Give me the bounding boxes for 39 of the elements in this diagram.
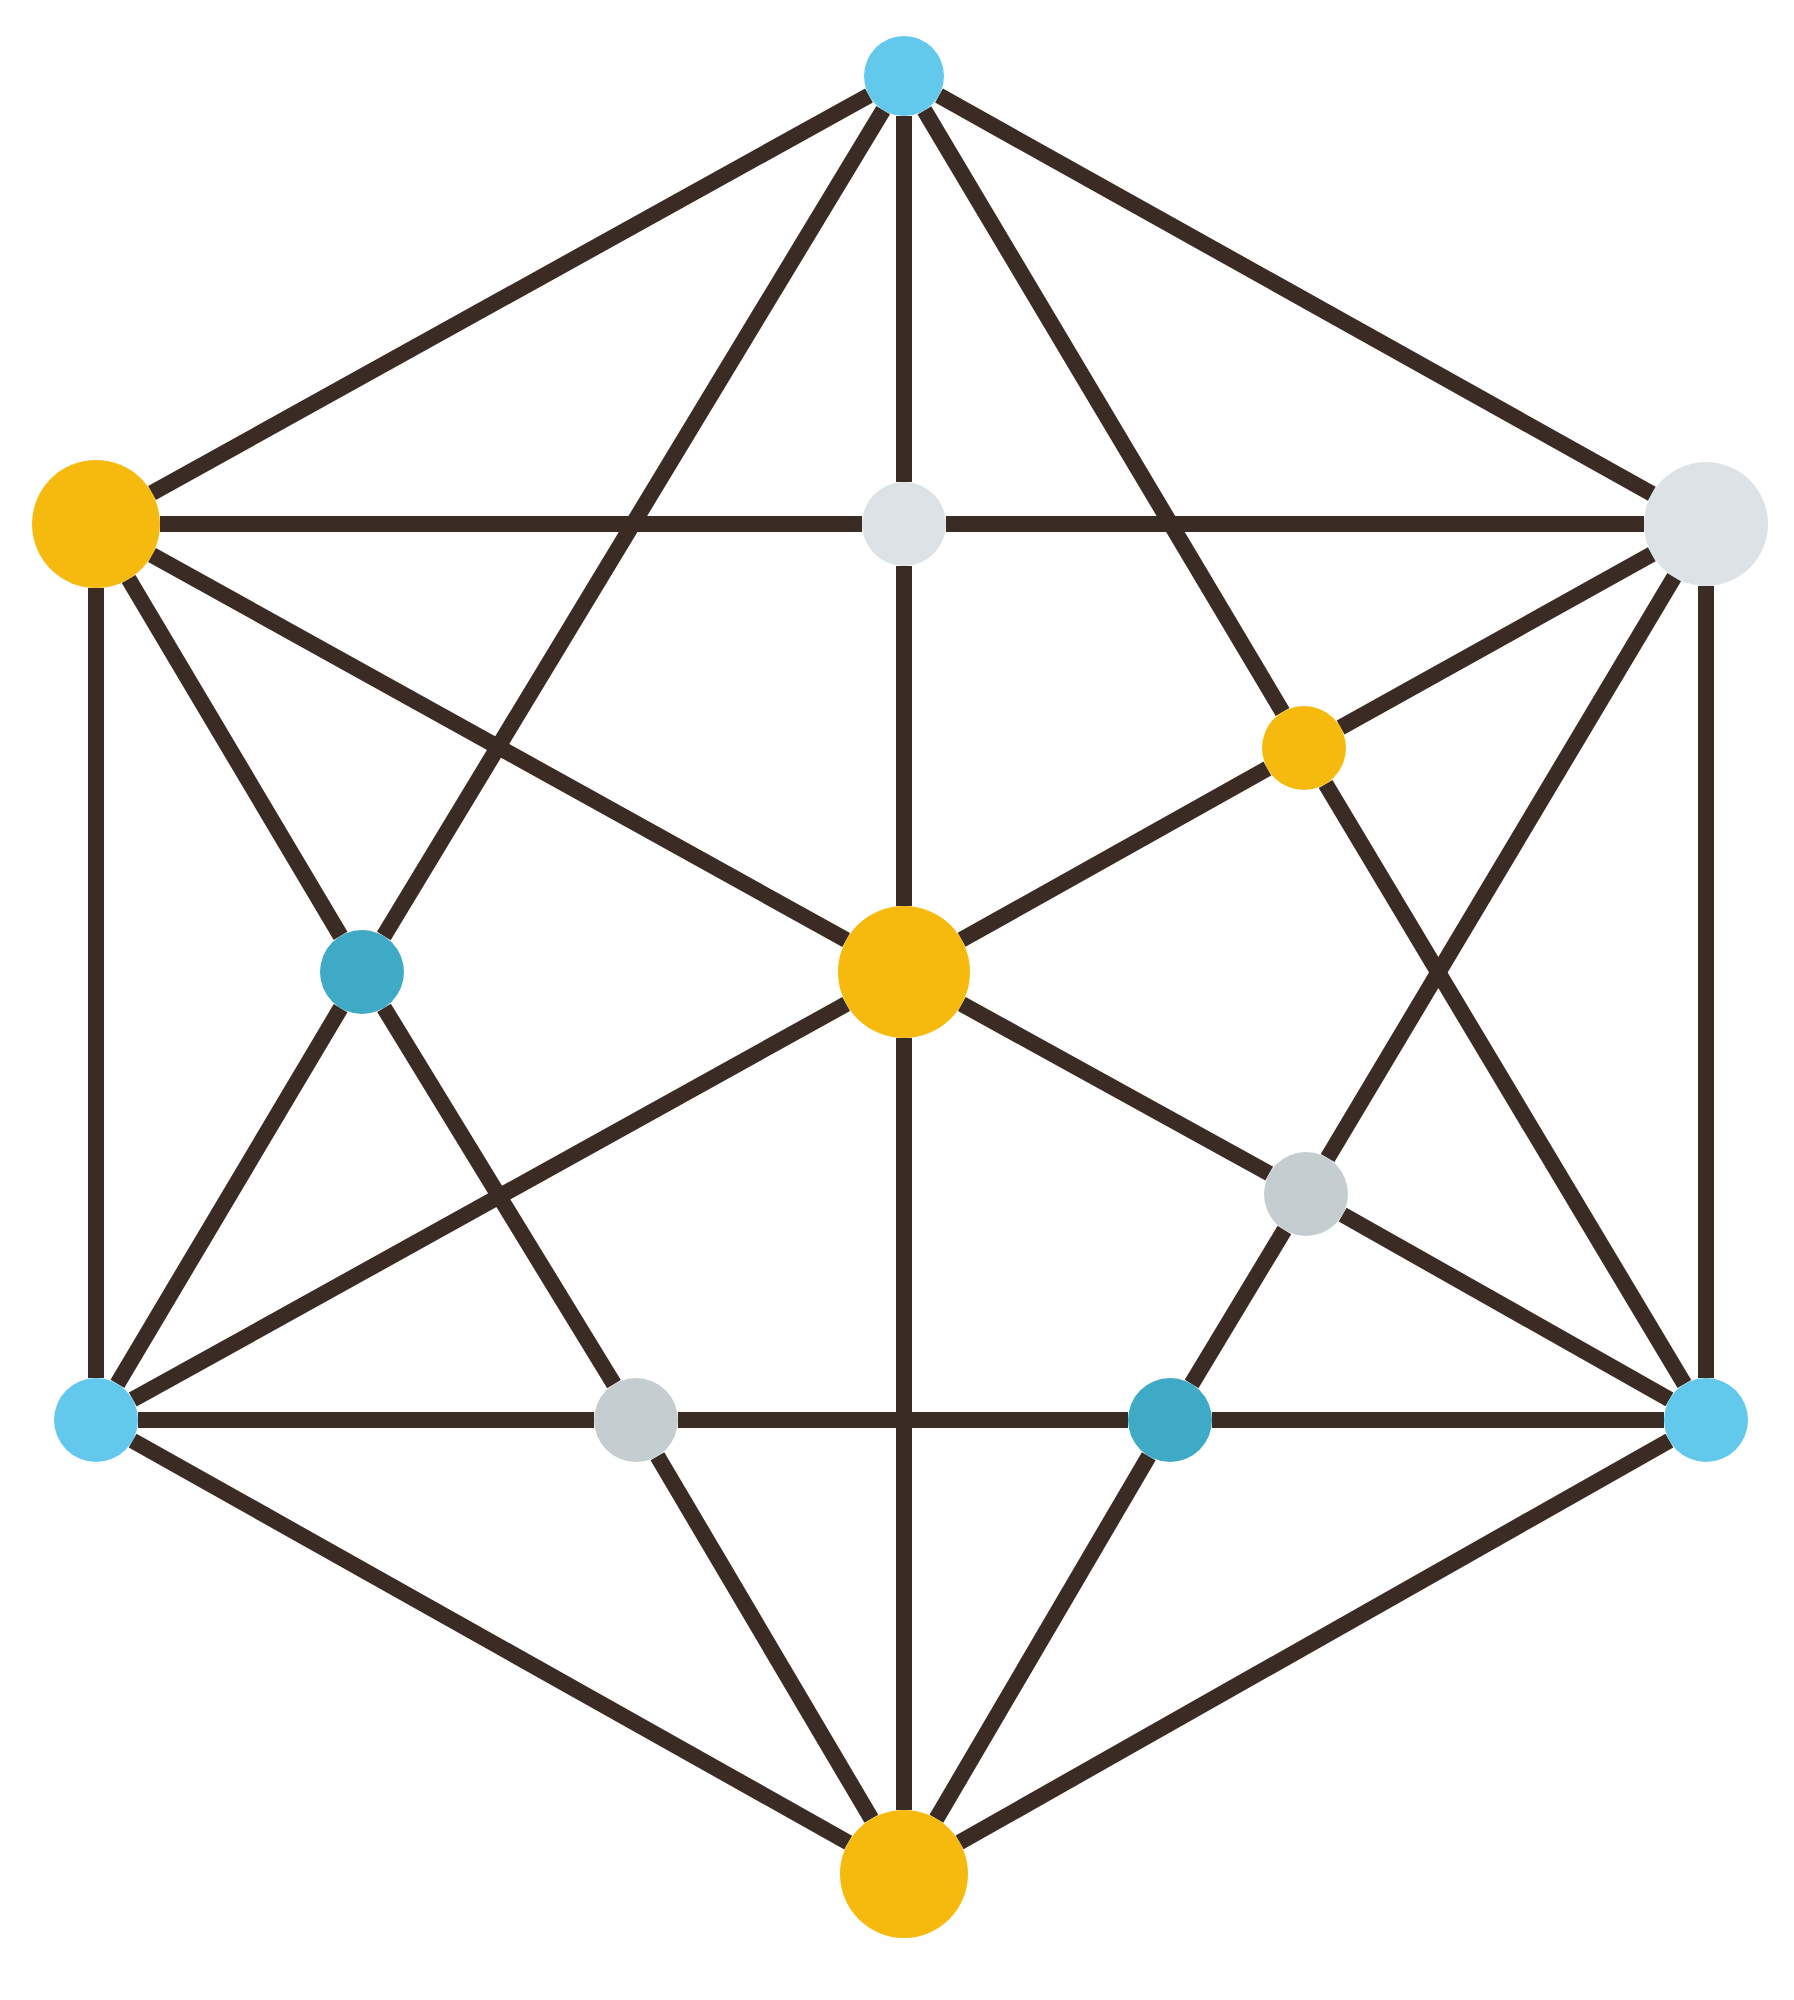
connector-line: [896, 566, 912, 906]
connector-line: [148, 548, 851, 947]
graph-node-dot: [1664, 1378, 1748, 1462]
graph-node-dot: [864, 36, 944, 116]
connector-line: [955, 1433, 1674, 1850]
connector-line: [1318, 779, 1692, 1389]
connector-line: [121, 574, 348, 940]
connector-line: [1212, 1412, 1664, 1428]
graph-node-dot: [1264, 1152, 1348, 1236]
connector-line: [376, 106, 891, 941]
connector-line: [1184, 1225, 1292, 1389]
graph-node-dot: [594, 1378, 678, 1462]
connector-line: [1320, 573, 1682, 1163]
connector-line: [946, 516, 1644, 532]
connector-line: [110, 1004, 348, 1388]
connector-line: [1698, 586, 1714, 1378]
connector-line: [957, 997, 1274, 1181]
graph-node-dot: [54, 1378, 138, 1462]
connector-line: [650, 1452, 879, 1823]
graph-node-dot: [320, 930, 404, 1014]
graph-node-dot: [840, 1810, 968, 1938]
graph-node-dot: [1128, 1378, 1212, 1462]
connector-line: [377, 1003, 621, 1389]
connector-line: [160, 516, 862, 532]
connector-line: [896, 1038, 912, 1810]
graph-node-dot: [1262, 706, 1346, 790]
graph-node-dot: [862, 482, 946, 566]
connector-line: [929, 1452, 1156, 1823]
connector-line: [957, 761, 1272, 947]
connector-line: [148, 88, 873, 500]
connector-line: [896, 116, 912, 482]
connector-line: [1338, 1207, 1674, 1407]
connector-line: [88, 588, 104, 1378]
connector-line: [1336, 547, 1656, 735]
connector-line: [917, 106, 1290, 717]
connector-line: [935, 88, 1656, 501]
connector-line: [678, 1412, 1128, 1428]
connector-line: [138, 1412, 594, 1428]
connector-line: [128, 1433, 853, 1850]
